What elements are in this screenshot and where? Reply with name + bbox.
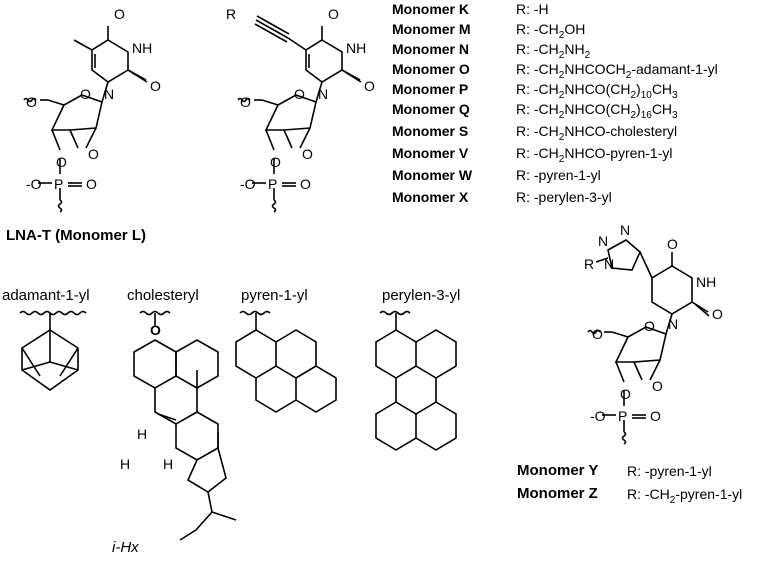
atom-o: O <box>364 78 375 94</box>
alkyne-nucleoside-structure <box>237 15 362 213</box>
monomer-w-r: R: -pyren-1-yl <box>516 167 601 183</box>
monomer-p-r: R: -CH2NHCO(CH2)10CH3 <box>516 81 678 101</box>
atom-r: R <box>226 6 237 22</box>
atom-o: O <box>114 6 125 22</box>
atom-h: H <box>163 456 174 472</box>
pyrenyl-label: pyren-1-yl <box>241 287 308 304</box>
cholesteryl-label: cholesteryl <box>127 287 199 304</box>
monomer-p-name: Monomer P <box>392 81 469 97</box>
atom-o: O <box>240 94 251 110</box>
perylenyl-structure <box>375 310 457 451</box>
atom-o: O <box>644 318 655 334</box>
monomer-n-r: R: -CH2NH2 <box>516 41 591 61</box>
atom-nh: NH <box>132 40 153 56</box>
monomer-m-r: R: -CH2OH <box>516 21 586 41</box>
lna-t-structure <box>23 26 148 213</box>
atom-o: O <box>26 94 37 110</box>
triazole-nucleoside-structure <box>587 239 710 445</box>
atom-n: N <box>620 222 631 238</box>
atom-n: N <box>318 86 329 102</box>
monomer-s-r: R: -CH2NHCO-cholesteryl <box>516 123 678 143</box>
atom-r: R <box>584 256 595 272</box>
monomer-s-name: Monomer S <box>392 123 469 139</box>
atom-o: O <box>652 378 663 394</box>
atom-h: H <box>120 456 131 472</box>
monomer-q-name: Monomer Q <box>392 101 470 117</box>
atom-o: O <box>150 78 161 94</box>
monomer-v-r: R: -CH2NHCO-pyren-1-yl <box>516 145 673 165</box>
atom-o: O <box>712 306 723 322</box>
perylenyl-label: perylen-3-yl <box>382 287 461 304</box>
atom-o: O <box>56 154 67 170</box>
atom-n: N <box>668 316 679 332</box>
atom-nh: NH <box>696 274 717 290</box>
atom-o: O <box>667 236 678 252</box>
atom-n: N <box>604 256 615 272</box>
atom-n: N <box>104 86 115 102</box>
atom-nh: NH <box>346 40 367 56</box>
monomer-k-r: R: -H <box>516 1 549 17</box>
monomer-n-name: Monomer N <box>392 41 469 57</box>
monomer-q-r: R: -CH2NHCO(CH2)16CH3 <box>516 101 678 121</box>
monomer-x-r: R: -perylen-3-yl <box>516 189 612 205</box>
atom-p: P <box>54 176 64 192</box>
atom-p: P <box>618 408 628 424</box>
monomer-y-name: Monomer Y <box>517 462 599 479</box>
monomer-z-name: Monomer Z <box>517 485 598 502</box>
atom-p: P <box>268 176 278 192</box>
monomer-v-name: Monomer V <box>392 145 469 161</box>
pyrenyl-structure <box>235 310 337 413</box>
atom-o: O <box>620 386 631 402</box>
atom-o: O <box>294 86 305 102</box>
adamantyl-label: adamant-1-yl <box>2 287 90 304</box>
monomer-k-name: Monomer K <box>392 1 469 17</box>
monomer-o-name: Monomer O <box>392 61 470 77</box>
monomer-o-r: R: -CH2NHCOCH2-adamant-1-yl <box>516 61 718 81</box>
cholesteryl-structure <box>133 310 237 541</box>
atom-o: O <box>88 146 99 162</box>
atom-o: O <box>300 176 311 192</box>
monomer-m-name: Monomer M <box>392 21 471 37</box>
atom-o: O <box>270 154 281 170</box>
atom-o-minus: -O <box>26 176 42 192</box>
atom-o: O <box>86 176 97 192</box>
atom-o: O <box>328 6 339 22</box>
monomer-y-r: R: -pyren-1-yl <box>627 463 712 479</box>
atom-o-minus: -O <box>240 176 256 192</box>
monomer-w-name: Monomer W <box>392 167 473 183</box>
monomer-z-r: R: -CH2-pyren-1-yl <box>627 486 743 506</box>
atom-o: O <box>80 86 91 102</box>
monomer-x-name: Monomer X <box>392 189 469 205</box>
atom-o: O <box>592 326 603 342</box>
atom-o-minus: -O <box>590 408 606 424</box>
adamantyl-structure <box>19 310 87 391</box>
atom-h: H <box>137 426 148 442</box>
ihx-label: i-Hx <box>112 539 139 556</box>
lna-t-caption: LNA-T (Monomer L) <box>6 227 146 244</box>
atom-o: O <box>150 322 161 338</box>
atom-o: O <box>650 408 661 424</box>
atom-o: O <box>302 146 313 162</box>
atom-n: N <box>598 233 609 249</box>
